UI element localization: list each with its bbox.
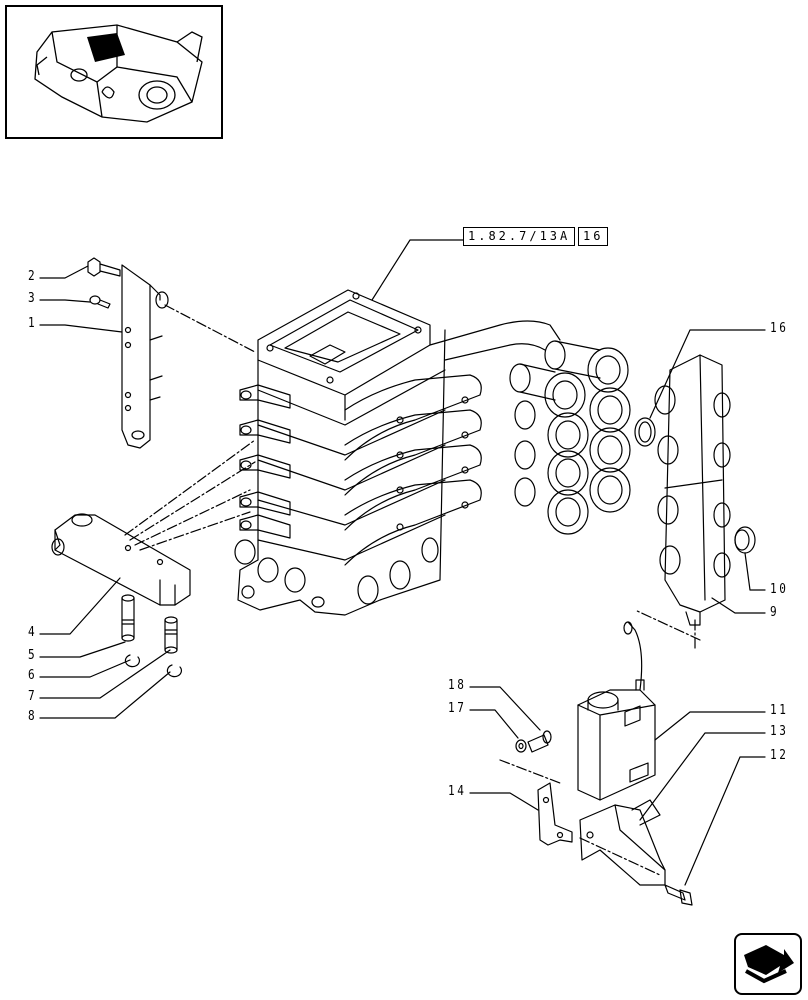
next-page-button[interactable]	[734, 933, 802, 995]
part-12-bolt	[664, 884, 693, 906]
callout-3[interactable]: 3	[28, 291, 38, 306]
callout-17[interactable]: 17	[448, 701, 467, 716]
next-page-arrow-icon	[744, 945, 794, 984]
callout-4[interactable]: 4	[28, 625, 38, 640]
part-6-pin	[164, 616, 178, 654]
part-13-strap-bracket	[579, 799, 666, 886]
callout-13[interactable]: 13	[770, 724, 789, 739]
part-16-o-ring	[634, 417, 656, 447]
callout-6[interactable]: 6	[28, 668, 38, 683]
part-18-bolt	[527, 730, 552, 753]
part-4-lever-bracket	[51, 513, 191, 606]
callout-2[interactable]: 2	[28, 269, 38, 284]
callout-8[interactable]: 8	[28, 709, 38, 724]
callout-11[interactable]: 11	[770, 703, 789, 718]
part-3-screw	[89, 295, 111, 309]
part-9-coupler-block	[654, 354, 731, 626]
callout-5[interactable]: 5	[28, 648, 38, 663]
housing-thumbnail-icon	[34, 24, 203, 123]
part-17-washer	[515, 739, 527, 753]
part-14-mount-bracket	[537, 782, 573, 846]
part-11-reservoir-tank	[577, 621, 656, 801]
part-10-cap	[734, 526, 756, 554]
callout-14[interactable]: 14	[448, 784, 467, 799]
part-1-bracket	[121, 264, 169, 449]
reference-page-box[interactable]: 16	[578, 227, 609, 246]
callout-1[interactable]: 1	[28, 316, 38, 331]
reference-code-box[interactable]: 1.82.7/13A	[463, 227, 576, 246]
callout-9[interactable]: 9	[770, 605, 780, 620]
part-8-clip	[166, 664, 183, 678]
callout-16[interactable]: 16	[770, 321, 789, 336]
callout-10[interactable]: 10	[770, 582, 789, 597]
part-5-pin	[121, 594, 135, 642]
callout-18[interactable]: 18	[448, 678, 467, 693]
part-2-screw	[87, 257, 121, 277]
location-thumbnail	[5, 5, 223, 139]
reference-leader	[371, 239, 464, 301]
callout-12[interactable]: 12	[770, 748, 789, 763]
control-valve-block	[234, 289, 631, 616]
callout-7[interactable]: 7	[28, 689, 38, 704]
part-7-clip	[124, 654, 141, 668]
